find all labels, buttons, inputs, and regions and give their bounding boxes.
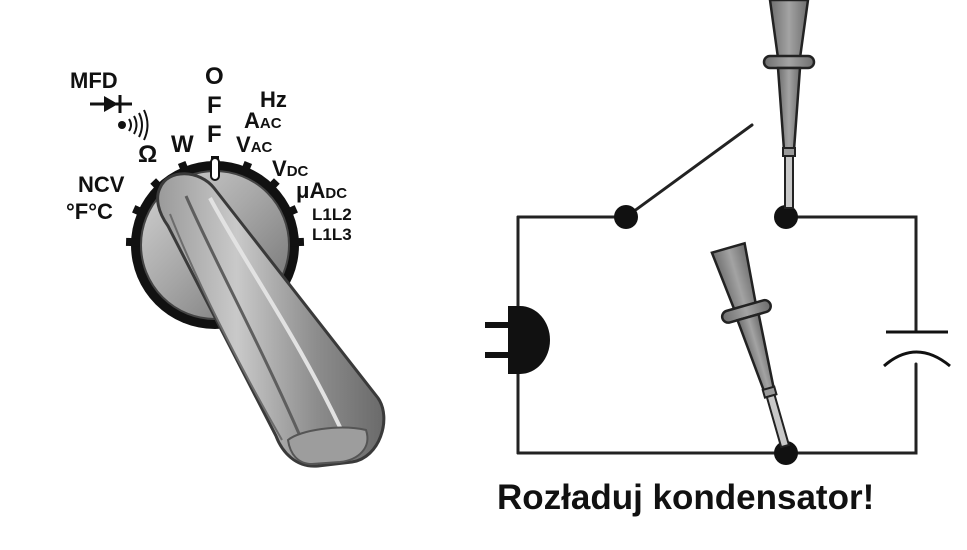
open-switch-blade <box>624 123 754 219</box>
rotary-dial[interactable]: MFD Ω W O F F Hz AAC VAC VDC μADC <box>66 63 386 468</box>
wire-right-top <box>784 215 918 334</box>
label-off-f2: F <box>207 121 222 148</box>
terminal-top-right <box>774 205 798 229</box>
terminal-bottom <box>774 441 798 465</box>
dial-lever[interactable] <box>156 172 386 468</box>
label-uadc: μADC <box>296 178 347 203</box>
label-aac: AAC <box>244 108 282 133</box>
label-l1l2: L1L2 <box>312 205 352 224</box>
label-mfd: MFD <box>70 68 118 93</box>
discharge-circuit: Rozładuj kondensator! <box>485 0 951 517</box>
terminal-switch <box>614 205 638 229</box>
continuity-icon <box>118 109 149 141</box>
capacitor-symbol <box>883 330 951 368</box>
diode-icon <box>90 95 132 113</box>
label-ncv: NCV <box>78 172 125 197</box>
label-l1l3: L1L3 <box>312 225 352 244</box>
label-hz: Hz <box>260 87 287 112</box>
warning-caption: Rozładuj kondensator! <box>497 478 874 517</box>
label-ohm: Ω <box>138 141 157 168</box>
label-watt: W <box>171 131 194 158</box>
dial-off-marker <box>210 157 220 181</box>
test-probe-top <box>762 0 816 209</box>
test-probe-lower <box>710 241 791 449</box>
label-temp: °F°C <box>66 199 113 224</box>
plug-symbol <box>485 306 550 374</box>
label-vac: VAC <box>236 132 273 157</box>
label-vdc: VDC <box>272 156 309 181</box>
label-off-f1: F <box>207 92 222 119</box>
wire-right-bottom <box>516 362 918 455</box>
label-off-o: O <box>205 63 224 90</box>
